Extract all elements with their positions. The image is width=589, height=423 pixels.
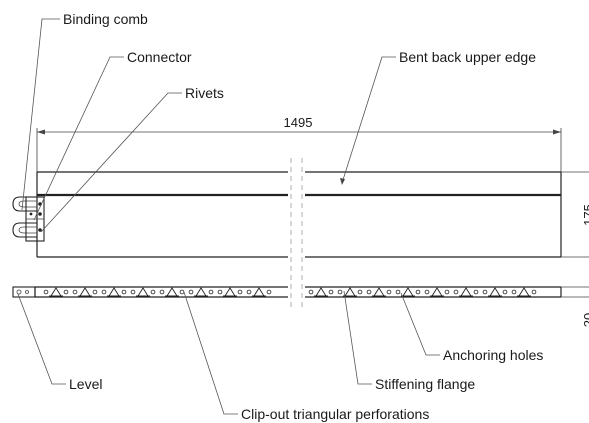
length-value: 1495 xyxy=(284,115,313,130)
label-stiffening-flange: Stiffening flange xyxy=(375,376,475,392)
edge-board xyxy=(36,171,562,258)
label-binding-comb: Binding comb xyxy=(63,11,148,27)
anchoring-hole xyxy=(531,289,537,295)
binding-comb xyxy=(12,196,37,238)
triangular-perforation xyxy=(314,287,328,297)
triangular-perforation xyxy=(223,287,237,297)
anchoring-hole xyxy=(337,289,343,295)
triangular-perforation xyxy=(252,287,266,297)
anchoring-hole xyxy=(266,289,272,295)
leader-lines xyxy=(17,18,440,415)
triangular-perforation xyxy=(107,287,121,297)
anchoring-hole xyxy=(43,289,49,295)
anchoring-hole xyxy=(328,289,334,295)
triangular-perforation xyxy=(49,287,63,297)
anchoring-hole xyxy=(357,289,363,295)
anchoring-hole xyxy=(386,289,392,295)
anchoring-hole xyxy=(72,289,78,295)
anchoring-hole xyxy=(473,289,479,295)
anchoring-hole xyxy=(188,289,194,295)
label-anchoring-holes: Anchoring holes xyxy=(443,347,543,363)
anchoring-hole xyxy=(121,289,127,295)
triangular-perforation xyxy=(488,287,502,297)
anchoring-hole xyxy=(217,289,223,295)
flange-dimension: 20 xyxy=(561,286,589,327)
label-connector: Connector xyxy=(127,49,192,65)
anchoring-hole xyxy=(453,289,459,295)
triangular-perforation xyxy=(165,287,179,297)
anchoring-hole xyxy=(150,289,156,295)
anchoring-hole xyxy=(482,289,488,295)
triangular-perforation xyxy=(517,287,531,297)
anchoring-hole xyxy=(415,289,421,295)
triangular-perforation xyxy=(372,287,386,297)
anchoring-hole xyxy=(208,289,214,295)
anchoring-hole xyxy=(101,289,107,295)
triangular-perforation xyxy=(343,287,357,297)
anchoring-hole xyxy=(237,289,243,295)
triangular-perforation xyxy=(430,287,444,297)
label-bent-back-upper-edge: Bent back upper edge xyxy=(399,49,536,65)
triangular-perforation xyxy=(459,287,473,297)
label-level: Level xyxy=(69,376,102,392)
anchoring-hole xyxy=(63,289,69,295)
break-lines xyxy=(290,158,303,310)
anchoring-hole xyxy=(395,289,401,295)
anchoring-hole xyxy=(92,289,98,295)
height-value: 175 xyxy=(581,204,589,226)
rivets xyxy=(29,202,42,232)
anchoring-hole xyxy=(179,289,185,295)
flange-strip xyxy=(12,286,562,298)
anchoring-hole xyxy=(502,289,508,295)
anchoring-hole xyxy=(424,289,430,295)
anchoring-hole xyxy=(366,289,372,295)
triangular-perforation xyxy=(194,287,208,297)
triangular-perforation xyxy=(401,287,415,297)
anchoring-hole xyxy=(159,289,165,295)
anchoring-hole xyxy=(246,289,252,295)
triangular-perforation xyxy=(78,287,92,297)
anchoring-hole xyxy=(444,289,450,295)
anchoring-hole xyxy=(308,289,314,295)
triangular-perforation xyxy=(136,287,150,297)
flange-height-value: 20 xyxy=(581,313,589,327)
label-rivets: Rivets xyxy=(185,85,224,101)
length-dimension: 1495 xyxy=(36,115,562,172)
anchoring-hole xyxy=(511,289,517,295)
connector xyxy=(25,196,45,242)
height-dimension: 175 xyxy=(561,171,589,258)
label-clip-out-triangular-perforations: Clip-out triangular perforations xyxy=(241,406,429,422)
anchoring-hole xyxy=(130,289,136,295)
